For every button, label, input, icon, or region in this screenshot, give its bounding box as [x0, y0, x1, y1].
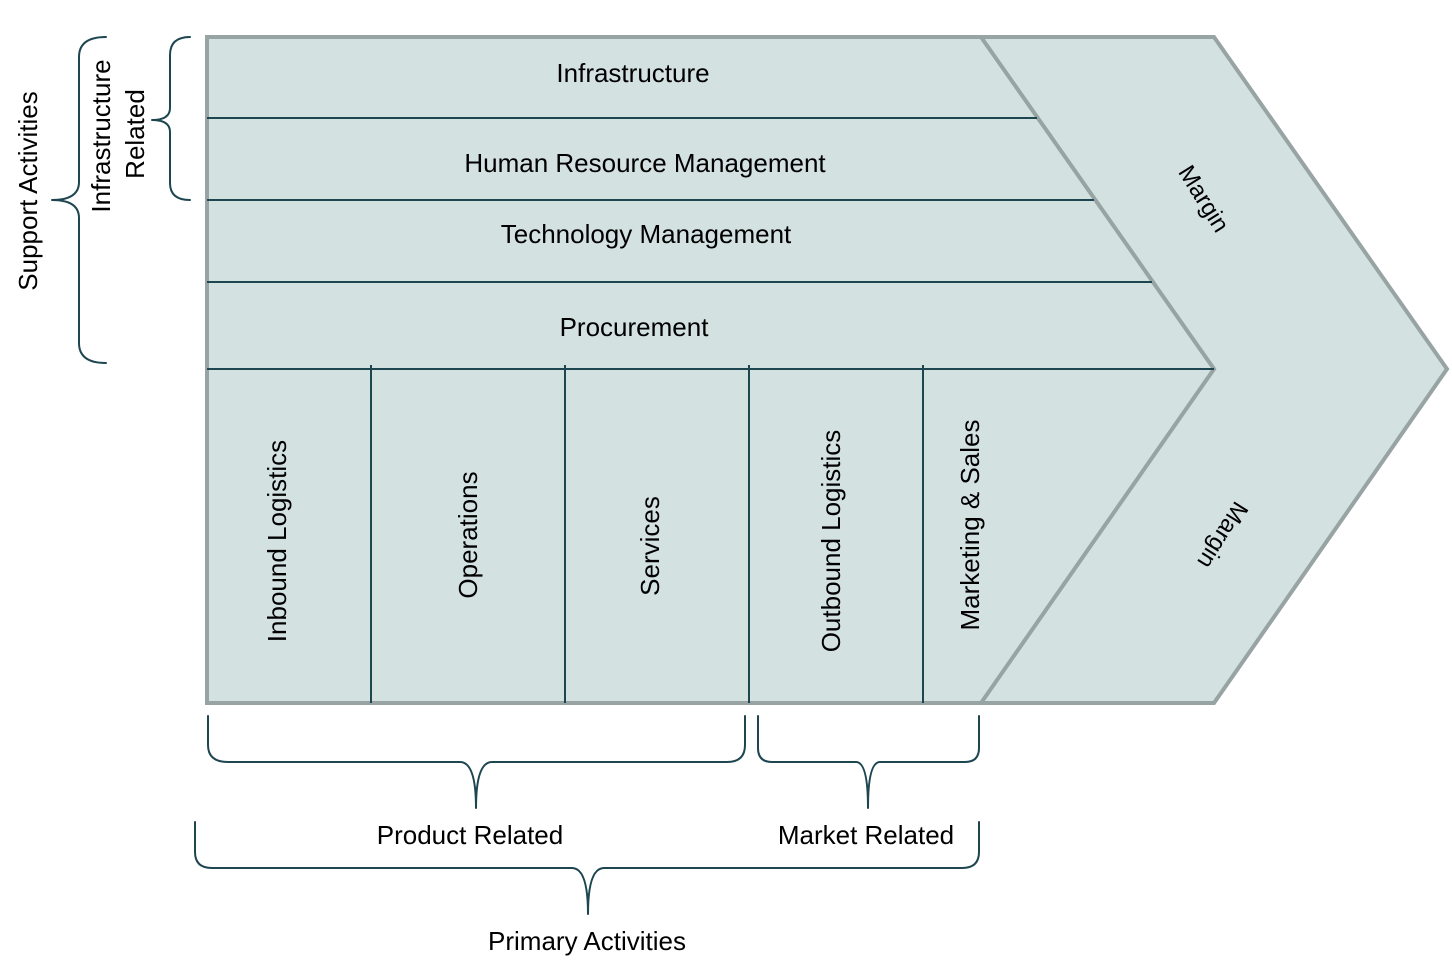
- support-row-hr-management: Human Resource Management: [464, 148, 826, 178]
- primary-col-marketing-sales: Marketing & Sales: [955, 420, 985, 631]
- primary-col-outbound-logistics: Outbound Logistics: [816, 430, 846, 653]
- primary-activities-label: Primary Activities: [488, 926, 686, 956]
- support-row-technology-management: Technology Management: [501, 219, 792, 249]
- market-related-label: Market Related: [778, 820, 954, 850]
- primary-activities-brace: [194, 821, 980, 915]
- infrastructure-related-label-line1: Infrastructure: [86, 59, 116, 212]
- infrastructure-related-brace: [151, 36, 191, 201]
- market-related-brace: [757, 715, 980, 809]
- support-activities-label: Support Activities: [13, 91, 43, 290]
- primary-col-inbound-logistics: Inbound Logistics: [262, 440, 292, 642]
- primary-col-services: Services: [635, 496, 665, 596]
- infrastructure-related-label-line2: Related: [120, 89, 150, 179]
- support-activities-brace: [51, 36, 107, 364]
- primary-col-operations: Operations: [453, 471, 483, 598]
- support-row-infrastructure: Infrastructure: [556, 58, 709, 88]
- product-related-label: Product Related: [377, 820, 563, 850]
- product-related-brace: [207, 715, 746, 809]
- support-row-procurement: Procurement: [560, 312, 710, 342]
